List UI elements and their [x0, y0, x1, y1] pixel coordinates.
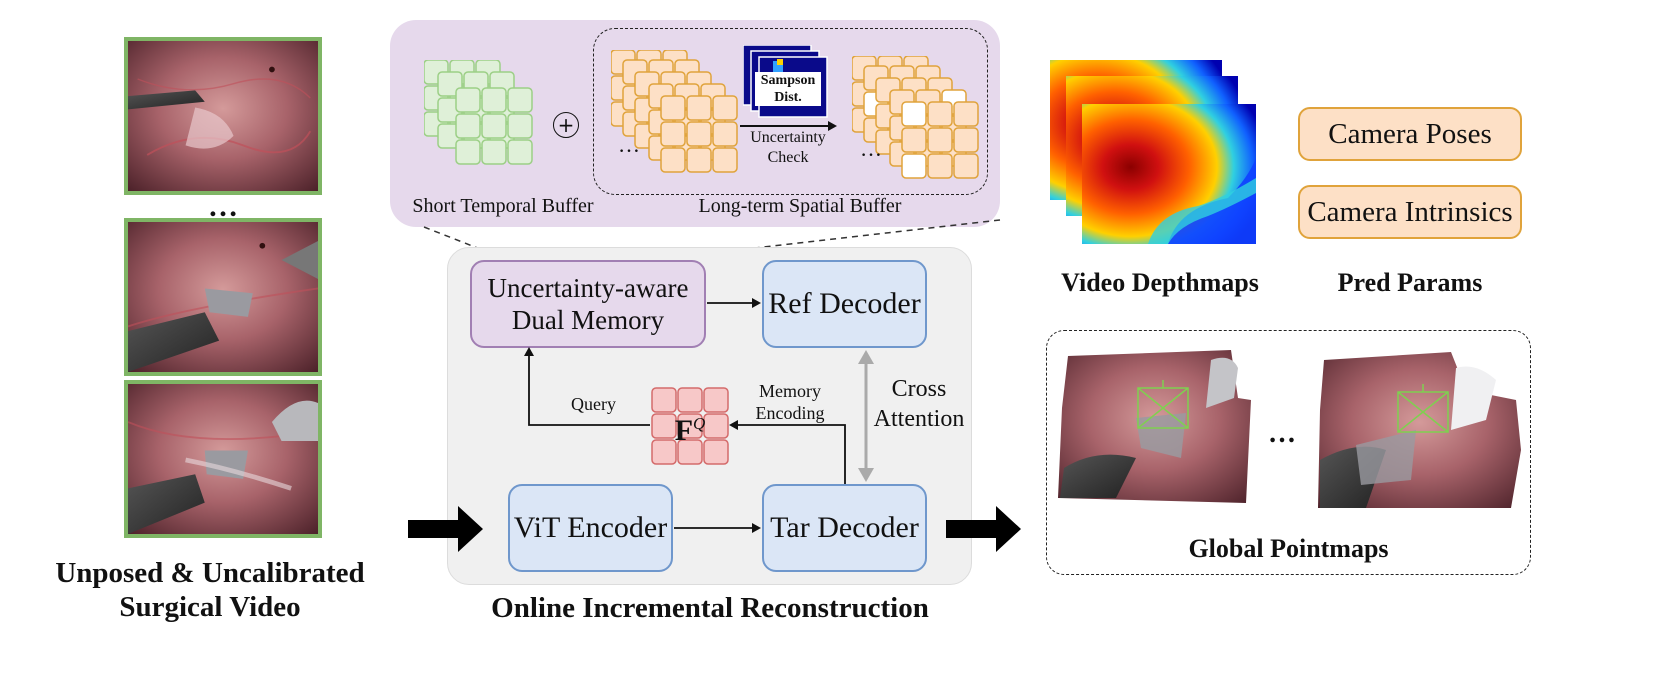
dual-memory-line1: Uncertainty-aware — [487, 272, 689, 303]
surgical-frame-image — [128, 384, 318, 534]
memory-encoding-label: Memory Encoding — [744, 380, 836, 424]
input-caption-line1: Unposed & Uncalibrated — [55, 557, 365, 589]
filtered-buffer-stack-icon — [852, 56, 979, 179]
video-frame-2 — [124, 218, 322, 376]
surgical-frame-image — [128, 41, 318, 191]
tar-decoder-box: Tar Decoder — [762, 484, 927, 572]
short-temporal-buffer-icon — [424, 60, 533, 165]
long-term-buffer-label: Long-term Spatial Buffer — [698, 195, 902, 217]
camera-poses-box: Camera Poses — [1298, 107, 1522, 161]
long-term-buffer-container — [593, 28, 988, 195]
plus-icon: + — [553, 112, 579, 138]
video-frame-3 — [124, 380, 322, 538]
dual-memory-line2: Dual Memory — [511, 305, 665, 335]
cross-attention-label: Cross Attention — [868, 374, 970, 434]
short-temporal-buffer-label: Short Temporal Buffer — [412, 195, 594, 217]
long-term-buffer-stack-icon — [611, 50, 738, 173]
cross-attention-line1: Cross — [891, 376, 947, 402]
tar-decoder-label: Tar Decoder — [770, 511, 919, 544]
ref-decoder-label: Ref Decoder — [768, 287, 921, 320]
depth-map-stack-icon — [1050, 60, 1256, 244]
pointmaps-caption: Global Pointmaps — [1188, 534, 1389, 563]
vit-encoder-label: ViT Encoder — [513, 511, 668, 544]
pointmaps-ellipsis: … — [1268, 418, 1296, 449]
video-frame-1 — [124, 37, 322, 195]
feature-symbol: F — [674, 414, 694, 447]
uncertainty-arrow — [740, 121, 837, 131]
query-feature-grid-icon — [651, 387, 729, 465]
query-label: Query — [571, 394, 616, 414]
pipeline-caption: Online Incremental Reconstruction — [491, 592, 929, 624]
pointmap-1-image — [1058, 350, 1251, 503]
frames-ellipsis: … — [208, 190, 238, 223]
sampson-line1: Sampson — [760, 73, 816, 88]
sampson-line2: Dist. — [774, 90, 802, 105]
plus-symbol: + — [557, 113, 575, 137]
vit-encoder-box: ViT Encoder — [508, 484, 673, 572]
pointmap-2-image — [1318, 352, 1521, 508]
memory-encoding-line1: Memory — [759, 381, 821, 401]
input-caption-line2: Surgical Video — [119, 591, 301, 623]
params-caption: Pred Params — [1337, 268, 1483, 297]
camera-poses-label: Camera Poses — [1328, 117, 1492, 150]
query-feature-label: FQ — [650, 406, 730, 449]
depthmaps-caption: Video Depthmaps — [1061, 268, 1259, 297]
filtered-stack-ellipsis: … — [860, 136, 882, 161]
pointmaps-container — [1046, 330, 1531, 575]
cross-attention-line2: Attention — [873, 406, 965, 432]
uncertainty-line1: Uncertainty — [750, 129, 826, 146]
feature-superscript: Q — [693, 414, 706, 433]
surgical-frame-image — [128, 222, 318, 372]
sampson-distance-label: Sampson Dist. — [755, 72, 821, 106]
long-term-stack-ellipsis: … — [618, 132, 640, 157]
uncertainty-line2: Check — [767, 149, 809, 166]
uncertainty-check-label: Uncertainty Check — [740, 128, 836, 168]
camera-intrinsics-label: Camera Intrinsics — [1307, 195, 1513, 228]
memory-encoding-line2: Encoding — [755, 403, 825, 423]
camera-intrinsics-box: Camera Intrinsics — [1298, 185, 1522, 239]
dual-memory-box: Uncertainty-aware Dual Memory — [470, 260, 706, 348]
input-caption: Unposed & Uncalibrated Surgical Video — [20, 556, 400, 624]
ref-decoder-box: Ref Decoder — [762, 260, 927, 348]
